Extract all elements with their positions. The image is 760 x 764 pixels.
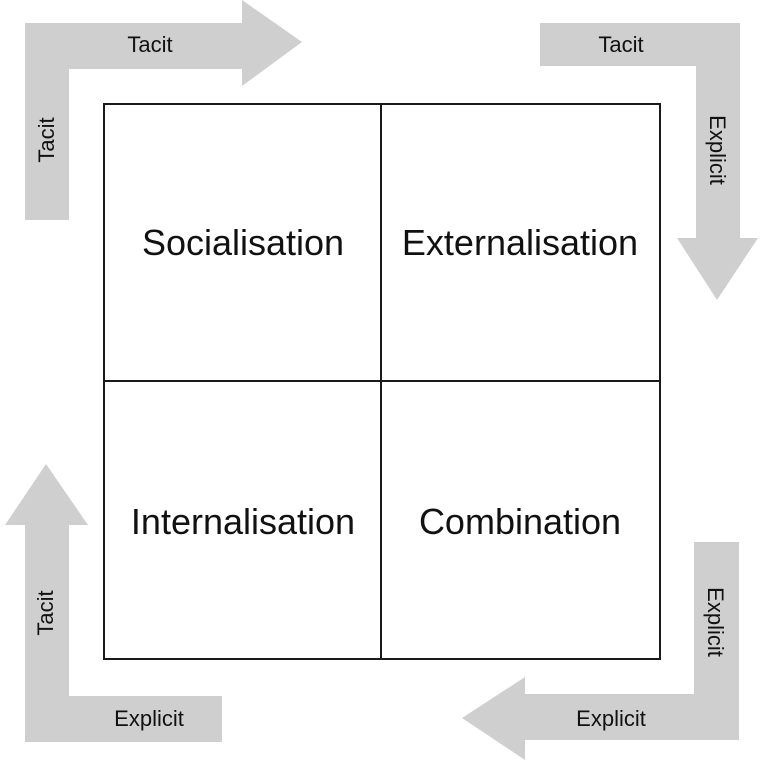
arrow-top-right-horizontal-label: Tacit: [598, 32, 643, 57]
arrow-top-left-horizontal-label: Tacit: [127, 32, 172, 57]
arrow-top-left-shape: [25, 0, 302, 220]
arrow-bottom-right-shape: [462, 542, 739, 760]
quadrant-combination: Combination: [419, 501, 621, 542]
arrow-bottom-left: Tacit Explicit: [5, 464, 222, 742]
quadrant-internalisation: Internalisation: [131, 501, 355, 542]
arrow-top-left-vertical-label: Tacit: [34, 117, 59, 162]
arrow-bottom-right: Explicit Explicit: [462, 542, 739, 760]
arrow-bottom-left-horizontal-label: Explicit: [114, 706, 184, 731]
arrow-bottom-left-shape: [5, 464, 222, 742]
arrow-bottom-right-horizontal-label: Explicit: [576, 706, 646, 731]
quadrant-externalisation: Externalisation: [402, 222, 638, 263]
arrow-bottom-right-vertical-label: Explicit: [703, 587, 728, 657]
arrow-top-left: Tacit Tacit: [25, 0, 302, 220]
quadrant-grid: Socialisation Externalisation Internalis…: [103, 103, 661, 660]
arrow-top-right-shape: [540, 23, 758, 300]
arrow-top-right-vertical-label: Explicit: [705, 115, 730, 185]
quadrant-socialisation: Socialisation: [142, 222, 344, 263]
arrow-bottom-left-vertical-label: Tacit: [33, 590, 58, 635]
arrow-top-right: Tacit Explicit: [540, 23, 758, 300]
